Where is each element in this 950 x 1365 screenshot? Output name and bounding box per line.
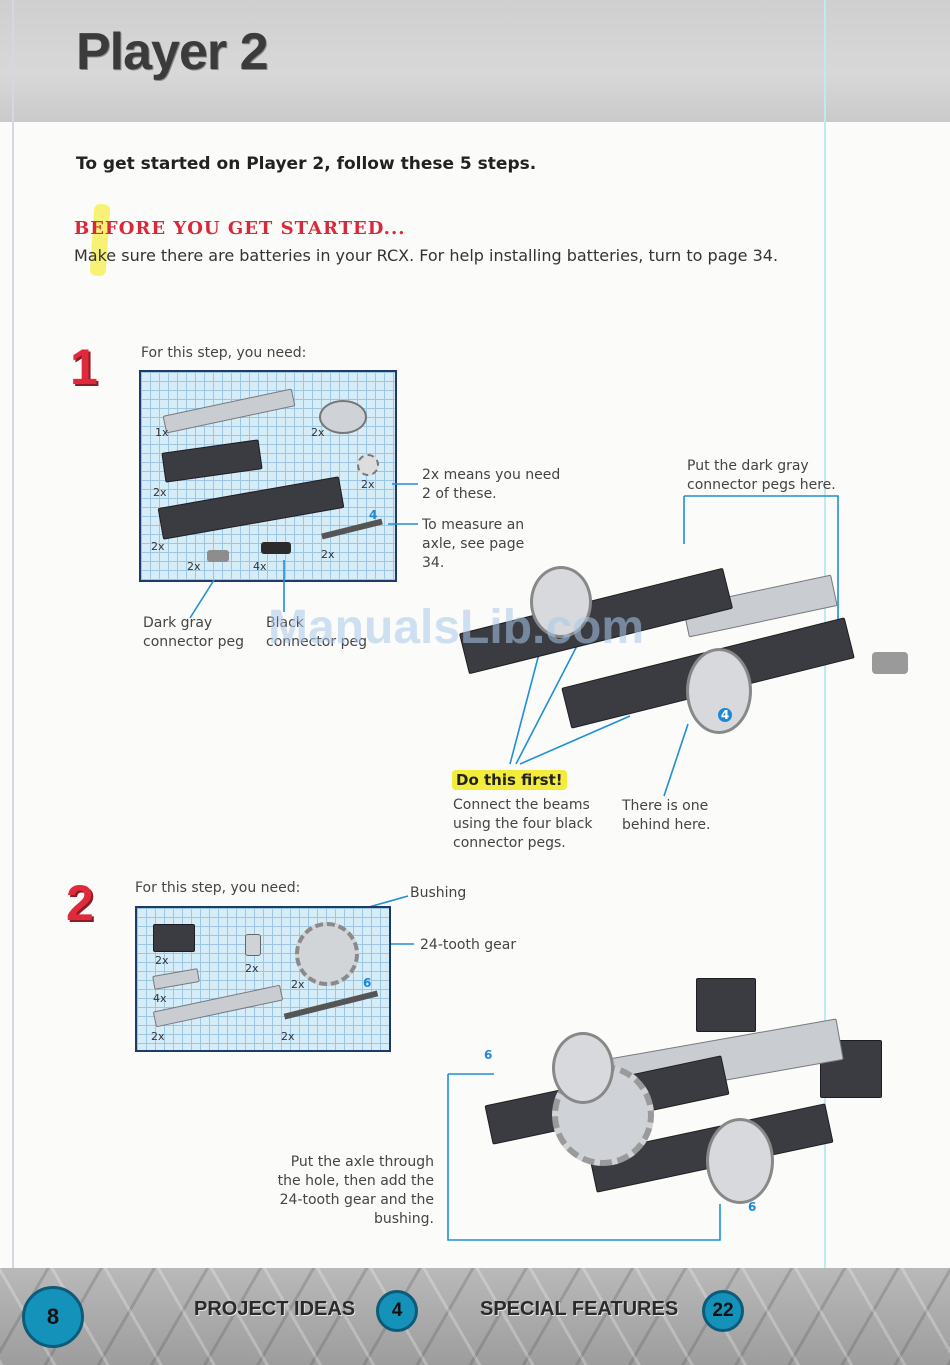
before-text: Make sure there are batteries in your RC… — [74, 246, 779, 265]
footer-nav: 8 PROJECT IDEAS 4 SPECIAL FEATURES 22 — [0, 1268, 950, 1365]
axle-label-right: 6 — [748, 1200, 757, 1214]
step-1-number: 1 — [70, 339, 98, 395]
step-1-need-label: For this step, you need: — [141, 345, 307, 361]
qty-wheel: 2x — [311, 426, 325, 439]
tower-brick-back — [696, 978, 756, 1032]
qty-bushing: 2x — [245, 962, 259, 975]
before-heading: BEFORE YOU GET STARTED... — [74, 218, 406, 239]
step-2-parts-grid: 2x 2x 2x 4x 2x 6 2x — [135, 906, 391, 1052]
wheel-front-icon — [686, 648, 752, 734]
callout-black-peg: Black connector peg — [266, 615, 367, 650]
axle-6 — [283, 990, 379, 1020]
qty-plate: 1x — [155, 426, 169, 439]
intro-text: To get started on Player 2, follow these… — [76, 154, 537, 174]
callout-measure: To measure an axle, see page 34. — [422, 517, 525, 571]
header-band — [0, 0, 950, 122]
left-margin-rule — [12, 0, 14, 1365]
qty-black-peg: 4x — [253, 560, 267, 573]
qty-gear: 2x — [291, 978, 305, 991]
callout-put-pegs: Put the dark gray connector pegs here. — [687, 458, 836, 493]
step-1-parts-grid: 1x 2x 2x 2x 2x 4 2x 2x 4x — [139, 370, 397, 582]
qty-plate-small: 4x — [153, 992, 167, 1005]
qty-brick: 2x — [155, 954, 169, 967]
callout-gear: 24-tooth gear — [420, 937, 517, 953]
special-features-page-badge[interactable]: 22 — [702, 1290, 744, 1332]
do-this-first: Do this first! — [452, 770, 567, 790]
qty-plate-long: 2x — [151, 1030, 165, 1043]
axle-label-left: 6 — [484, 1048, 493, 1062]
bushing-icon — [245, 934, 261, 956]
wheel-2-back-icon — [552, 1032, 614, 1104]
axle-instruction: Put the axle through the hole, then add … — [277, 1154, 434, 1227]
dark-gray-peg-icon — [207, 550, 229, 562]
qty-dark-peg: 2x — [187, 560, 201, 573]
wheel-back-icon — [530, 566, 592, 638]
page-title: Player 2 — [76, 23, 268, 81]
qty-small-gear: 2x — [361, 478, 375, 491]
callout-2x: 2x means you need 2 of these. — [422, 467, 561, 502]
watermark: ManualsLib.com — [268, 601, 645, 654]
behind-text: There is one behind here. — [622, 798, 711, 833]
axle-length-label: 4 — [369, 508, 378, 522]
brick-1x2 — [153, 924, 195, 952]
wheel-axle-label: 4 — [718, 708, 732, 722]
plate-1x10-b — [152, 984, 284, 1028]
connect-text: Connect the beams using the four black c… — [453, 797, 593, 851]
step-2-number: 2 — [66, 875, 94, 931]
gear-24-tooth-icon — [295, 922, 359, 986]
special-features-link[interactable]: SPECIAL FEATURES — [480, 1298, 679, 1320]
pulley-wheel-icon — [319, 400, 367, 434]
loose-peg-icon — [872, 652, 908, 674]
wheel-2-front-icon — [706, 1118, 774, 1204]
plate-1x4 — [152, 968, 200, 990]
project-ideas-link[interactable]: PROJECT IDEAS — [194, 1298, 356, 1320]
callout-bushing: Bushing — [410, 885, 467, 901]
qty-axle-6: 2x — [281, 1030, 295, 1043]
callout-dark-gray-peg: Dark gray connector peg — [143, 615, 244, 650]
cyan-margin-rule — [824, 0, 826, 1365]
project-ideas-page-badge[interactable]: 4 — [376, 1290, 418, 1332]
axle-6-length: 6 — [363, 976, 372, 990]
qty-beam-long: 2x — [151, 540, 165, 553]
qty-axle: 2x — [321, 548, 335, 561]
page-number-badge: 8 — [22, 1286, 84, 1348]
small-gear-icon — [357, 454, 379, 476]
black-peg-icon — [261, 542, 291, 554]
qty-beam-short: 2x — [153, 486, 167, 499]
step-2-need-label: For this step, you need: — [135, 880, 301, 896]
